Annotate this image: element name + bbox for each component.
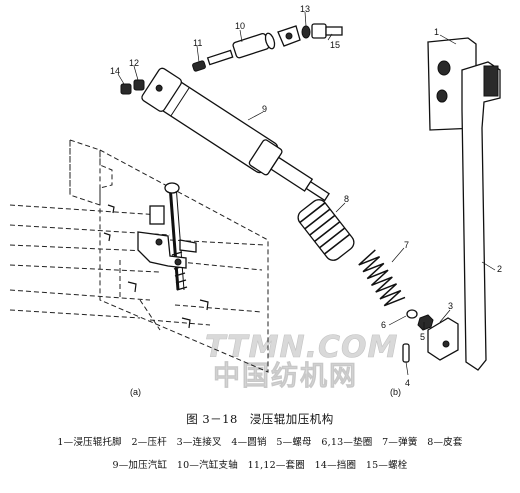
rubber-sleeve xyxy=(297,199,355,261)
figure-caption-title: 图 3－18 浸压辊加压机构 xyxy=(186,412,334,426)
pressure-cylinder xyxy=(141,67,330,202)
retaining-rings xyxy=(120,79,145,95)
cylinder-axle xyxy=(192,32,276,72)
exploded-view-b xyxy=(120,23,501,371)
callout-7: 7 xyxy=(404,240,409,250)
callout-11: 11 xyxy=(193,38,202,48)
callout-8: 8 xyxy=(344,194,349,204)
callout-6: 6 xyxy=(381,320,386,330)
washer-and-bolt xyxy=(277,23,343,47)
leader-lines xyxy=(117,11,496,376)
roller-bracket-and-lever xyxy=(427,37,501,371)
sub-label-a: (a) xyxy=(130,387,141,397)
sub-label-b: (b) xyxy=(390,387,401,397)
callout-12: 12 xyxy=(129,58,139,68)
figure-legend-line-2: 9—加压汽缸 10—汽缸支轴 11,12—套圈 14—挡圈 15—螺栓 xyxy=(112,460,408,471)
callout-10: 10 xyxy=(235,21,245,31)
callout-15: 15 xyxy=(330,40,340,50)
callout-2: 2 xyxy=(497,264,502,274)
callout-5: 5 xyxy=(420,332,425,342)
callout-13: 13 xyxy=(300,4,310,14)
washer-6 xyxy=(406,309,418,319)
callout-4: 4 xyxy=(405,378,410,388)
pressing-mechanism-diagram: TTMN.COM 中国纺机网 (a) xyxy=(9,4,502,397)
nut-5 xyxy=(417,314,434,331)
figure-legend-line-1: 1—浸压辊托脚 2—压杆 3—连接叉 4—圆销 5—螺母 6,13—垫圈 7—弹… xyxy=(57,437,463,448)
callout-3: 3 xyxy=(448,301,453,311)
connecting-fork xyxy=(427,317,459,361)
watermark-text: TTMN.COM xyxy=(205,330,398,365)
callout-1: 1 xyxy=(434,27,439,37)
callout-9: 9 xyxy=(262,104,267,114)
watermark-text-cn: 中国纺机网 xyxy=(213,360,358,392)
assembly-view-a xyxy=(9,139,269,373)
callout-14: 14 xyxy=(110,66,120,76)
spring xyxy=(355,249,408,314)
round-pin xyxy=(402,343,410,363)
